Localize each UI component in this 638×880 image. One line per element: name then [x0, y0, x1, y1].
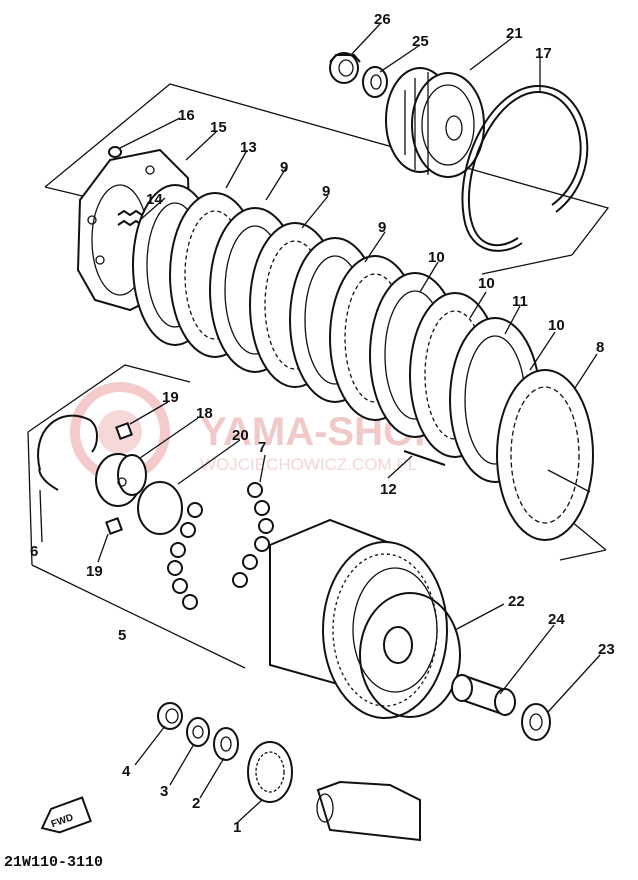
part-gear-1 [247, 741, 293, 803]
lower-assembly-frame [27, 364, 607, 669]
callout-3: 3 [160, 783, 168, 800]
part-balls-7 [167, 482, 274, 610]
diagram-code: 21W110-3110 [4, 854, 103, 871]
callout-8: 8 [596, 339, 604, 356]
callout-10c: 10 [548, 317, 565, 334]
part-snap-ring-6 [37, 414, 98, 491]
part-ring-20 [137, 481, 183, 535]
callout-25: 25 [412, 33, 429, 50]
callout-13: 13 [240, 139, 257, 156]
part-circlip-17 [461, 84, 589, 252]
part-nut-4 [157, 702, 183, 730]
part-clutch-boss-21 [385, 67, 485, 178]
callout-10b: 10 [478, 275, 495, 292]
part-clutch-housing-22 [269, 518, 461, 719]
callout-24: 24 [548, 611, 565, 628]
callout-22: 22 [508, 593, 525, 610]
callout-18: 18 [196, 405, 213, 422]
part-washer-25 [362, 66, 388, 98]
part-key-19b [105, 517, 123, 535]
clutch-plate-stack [132, 184, 594, 541]
watermark-url: WOJCIECHOWICZ.COM.PL [200, 455, 417, 474]
callout-numbers: 1 2 3 4 5 6 7 8 9 9 9 10 10 10 11 12 13 … [30, 11, 615, 836]
callout-19a: 19 [162, 389, 179, 406]
callout-12: 12 [380, 481, 397, 498]
part-washer-3 [186, 717, 210, 747]
callout-1: 1 [233, 819, 241, 836]
callout-17: 17 [535, 45, 552, 62]
callout-10a: 10 [428, 249, 445, 266]
callout-15: 15 [210, 119, 227, 136]
callout-9b: 9 [322, 183, 330, 200]
callout-14: 14 [146, 191, 163, 208]
fwd-arrow-icon: FWD [40, 796, 92, 834]
callout-6: 6 [30, 543, 38, 560]
leader-lines [39, 23, 601, 823]
part-screw-16 [108, 146, 122, 158]
callout-9a: 9 [280, 159, 288, 176]
callout-9c: 9 [378, 219, 386, 236]
callout-7: 7 [258, 439, 266, 456]
part-washer-2 [213, 727, 239, 761]
callout-2: 2 [192, 795, 200, 812]
callout-11: 11 [512, 293, 528, 310]
part-push-rod-12 [403, 450, 446, 466]
callout-21: 21 [506, 25, 523, 42]
callout-19b: 19 [86, 563, 103, 580]
part-washer-23 [521, 703, 551, 741]
part-key-19a [115, 422, 133, 440]
callout-16: 16 [178, 107, 195, 124]
part-nut-26 [329, 52, 361, 84]
callout-5: 5 [118, 627, 126, 644]
part-bushing-24 [451, 673, 516, 717]
callout-23: 23 [598, 641, 615, 658]
callout-4: 4 [122, 763, 131, 780]
part-lever-18 [95, 453, 147, 507]
callout-26: 26 [374, 11, 391, 28]
crankshaft-stub [316, 780, 421, 842]
callout-20: 20 [232, 427, 249, 444]
